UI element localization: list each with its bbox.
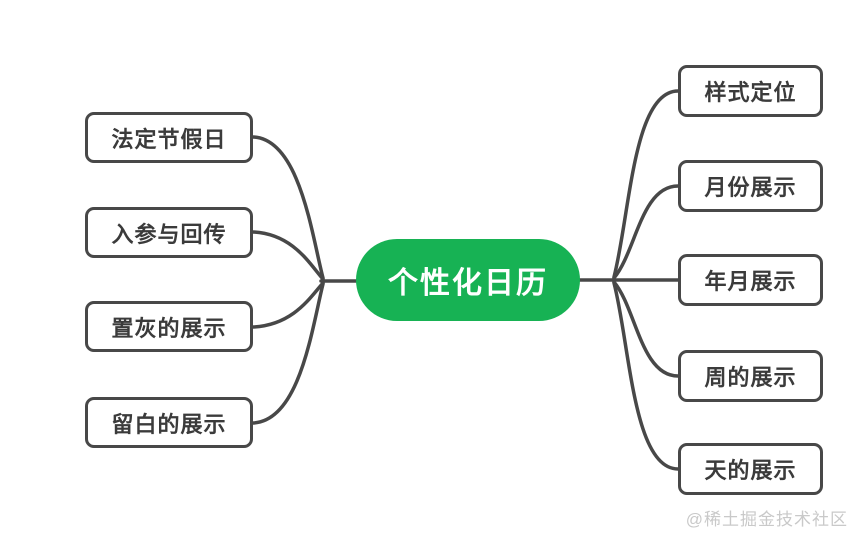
watermark-text: @稀土掘金技术社区 <box>685 510 848 529</box>
branch-node-style-positioning[interactable]: 样式定位 <box>678 65 823 117</box>
connector-right-2 <box>612 184 680 280</box>
connector-left-3 <box>251 281 325 329</box>
branch-node-params-callback[interactable]: 入参与回传 <box>85 207 253 258</box>
branch-node-day-display[interactable]: 天的展示 <box>678 443 823 495</box>
branch-node-legal-holidays[interactable]: 法定节假日 <box>85 112 253 163</box>
branch-node-year-month-display[interactable]: 年月展示 <box>678 254 823 306</box>
connector-left-2 <box>251 230 325 281</box>
connector-left-1 <box>251 135 325 280</box>
connector-left-4 <box>251 282 325 425</box>
branch-node-month-display[interactable]: 月份展示 <box>678 160 823 212</box>
branch-node-week-display[interactable]: 周的展示 <box>678 350 823 402</box>
branch-node-blank-display[interactable]: 留白的展示 <box>85 397 253 448</box>
connector-right-5 <box>612 281 680 471</box>
connector-right-4 <box>612 280 680 378</box>
branch-node-gray-display[interactable]: 置灰的展示 <box>85 301 253 352</box>
central-topic-node[interactable]: 个性化日历 <box>356 239 580 321</box>
connector-right-1 <box>612 89 680 279</box>
